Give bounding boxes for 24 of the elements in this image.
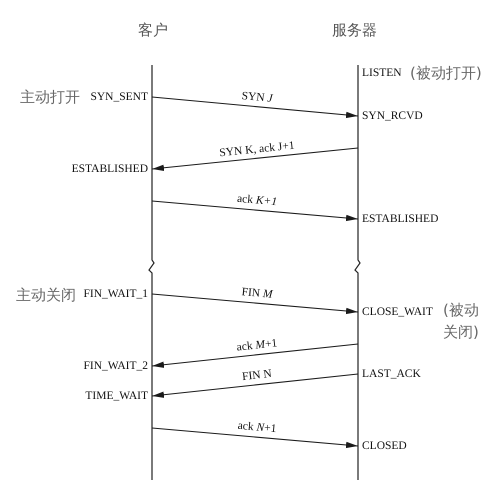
arrow <box>152 293 358 314</box>
note: 主动关闭 <box>16 286 76 304</box>
state-label: SYN_SENT <box>90 90 152 104</box>
state-label: TIME_WAIT <box>85 389 152 403</box>
arrow <box>152 147 358 171</box>
state-label: ESTABLISHED <box>358 212 438 226</box>
arrow <box>152 200 358 222</box>
state-label: SYN_RCVD <box>358 109 423 123</box>
state-label: LAST_ACK <box>358 367 421 381</box>
state-label: FIN_WAIT_2 <box>83 359 152 373</box>
arrow <box>152 373 358 398</box>
column-heading: 客户 <box>138 20 168 40</box>
note: 主动打开 <box>20 88 80 106</box>
state-label: ESTABLISHED <box>72 162 152 176</box>
state-label: CLOSE_WAIT <box>358 305 433 319</box>
arrow <box>152 427 358 448</box>
arrow <box>152 343 358 368</box>
arrow <box>152 96 358 118</box>
state-label: CLOSED <box>358 439 407 453</box>
column-heading: 服务器 <box>332 20 377 40</box>
note: (被动打开) <box>410 64 482 82</box>
state-label: LISTEN <box>362 66 402 80</box>
note: (被动关闭) <box>443 300 480 343</box>
state-label: FIN_WAIT_1 <box>83 287 152 301</box>
